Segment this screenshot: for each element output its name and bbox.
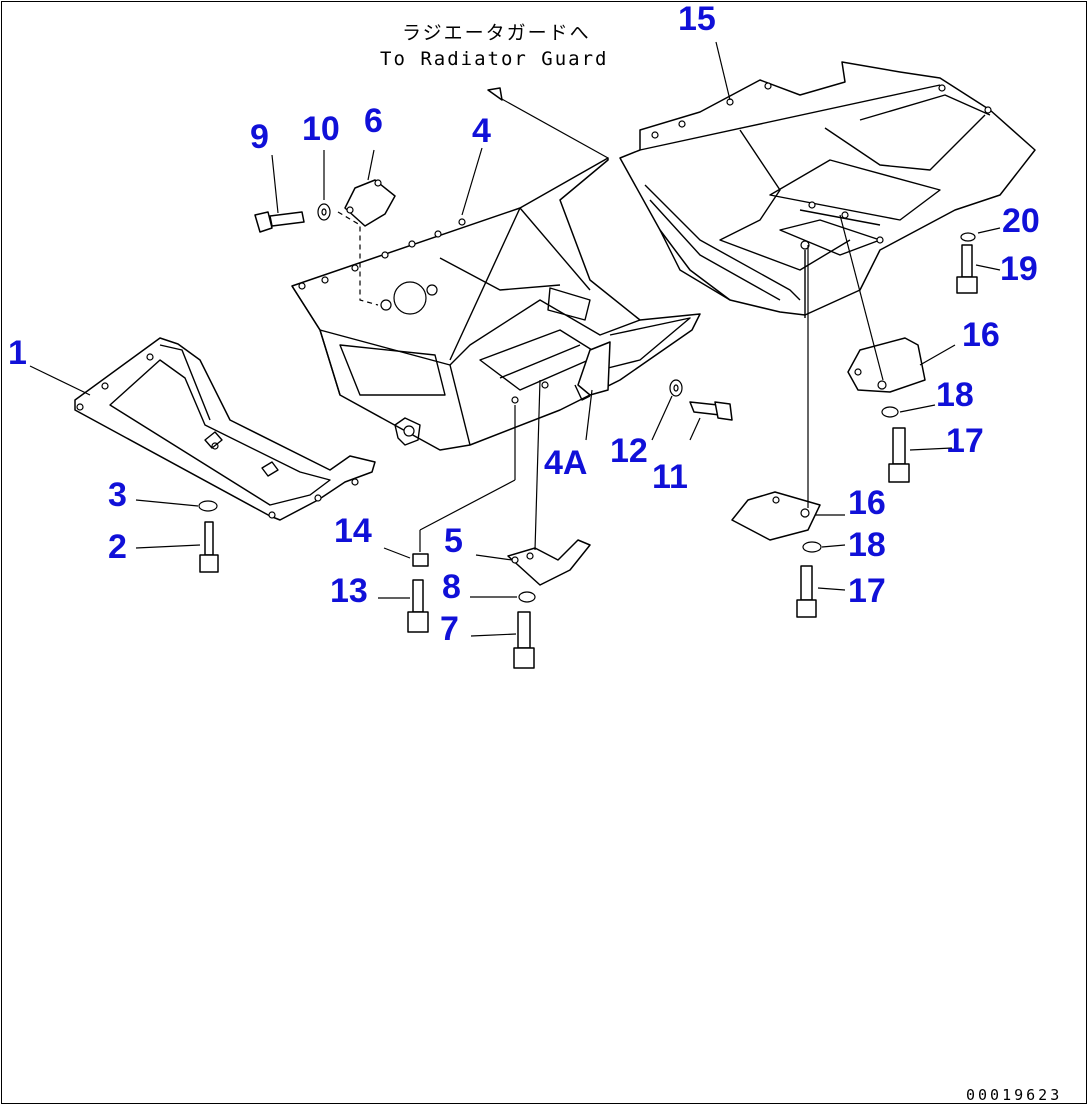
drawing-code: 00019623 [966, 1086, 1063, 1104]
callout-8: 8 [442, 568, 461, 606]
part-17-bolt-upper [888, 427, 910, 483]
note-japanese: ラジエータガードへ [402, 22, 591, 44]
part-8-washer [518, 591, 536, 603]
callout-10: 10 [302, 110, 340, 148]
part-14-nut [412, 553, 429, 567]
callout-19: 19 [1000, 250, 1038, 288]
callout-9: 9 [250, 118, 269, 156]
part-13-bolt [407, 579, 429, 633]
callout-7: 7 [440, 610, 459, 648]
callout-3: 3 [108, 476, 127, 514]
callout-16-upper: 16 [962, 316, 1000, 354]
callout-5: 5 [444, 522, 463, 560]
part-11-bolt [689, 401, 733, 421]
leader-lines [29, 41, 1001, 637]
callout-20: 20 [1002, 202, 1040, 240]
callout-11: 11 [652, 458, 688, 496]
part-5-bracket [507, 539, 591, 586]
callout-15: 15 [678, 0, 716, 38]
part-1-side-cover [74, 337, 376, 521]
part-3-washer [198, 500, 218, 512]
part-12-washer [669, 379, 683, 397]
part-16-plate-lower [731, 491, 821, 541]
part-7-bolt [513, 611, 535, 669]
part-18-washer-lower [802, 541, 822, 553]
callout-4a: 4A [544, 444, 588, 482]
part-20-washer [960, 232, 976, 242]
assembly-lines [337, 211, 379, 306]
callout-4: 4 [472, 112, 491, 150]
note-english: To Radiator Guard [380, 48, 609, 70]
part-2-bolt [199, 521, 219, 573]
callout-18-upper: 18 [936, 376, 974, 414]
callout-13: 13 [330, 572, 368, 610]
part-6-cover [344, 179, 396, 227]
callout-14: 14 [334, 512, 372, 550]
callout-2: 2 [108, 528, 127, 566]
part-18-washer-upper [881, 406, 899, 418]
callout-16-lower: 16 [848, 484, 886, 522]
callout-17-upper: 17 [946, 422, 984, 460]
part-10-washer [317, 203, 331, 221]
callout-18-lower: 18 [848, 526, 886, 564]
part-19-bolt [956, 244, 978, 294]
part-17-bolt-lower [796, 565, 817, 618]
part-16-plate-upper [847, 337, 926, 393]
callout-17-lower: 17 [848, 572, 886, 610]
part-4a-bracket [574, 341, 611, 401]
part-9-bolt [254, 211, 305, 233]
callout-6: 6 [364, 102, 383, 140]
callout-1: 1 [8, 334, 27, 372]
callout-12: 12 [610, 432, 648, 470]
